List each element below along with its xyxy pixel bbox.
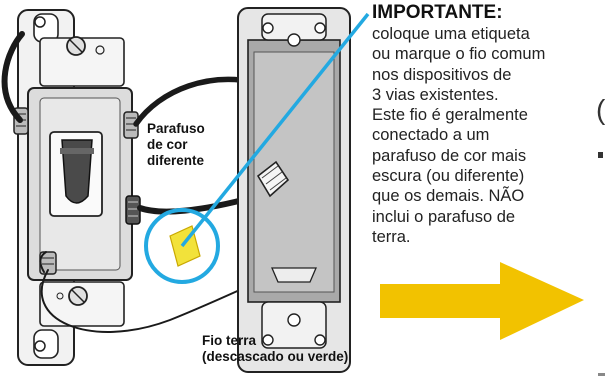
wire-tag <box>169 225 201 267</box>
note-line: terra. <box>372 227 411 246</box>
pointer-line <box>180 12 370 248</box>
note-body: coloque uma etiqueta ou marque o fio com… <box>372 24 582 247</box>
note-line: parafuso de cor mais <box>372 146 527 165</box>
ground-wire-label: Fio terra (descascado ou verde) <box>202 333 348 365</box>
screw-label-line: diferente <box>147 153 205 168</box>
note-title: IMPORTANTE: <box>372 2 503 23</box>
edge-fragment-mark <box>598 152 603 158</box>
note-line: nos dispositivos de <box>372 65 512 84</box>
switch-left <box>13 9 141 366</box>
note-line: inclui o parafuso de <box>372 207 516 226</box>
note-line: conectado a um <box>372 126 490 145</box>
terminal-screw-upper-right <box>123 111 139 139</box>
toggle-lever <box>61 139 93 204</box>
electrical-box <box>237 7 351 373</box>
screw-label: Parafuso de cor diferente <box>147 121 205 169</box>
right-arrow-icon <box>380 262 584 340</box>
wire-top-left <box>1 31 25 123</box>
note-line: Este fio é geralmente <box>372 106 528 125</box>
note-line: ou marque o fio comum <box>372 45 546 64</box>
highlight-circle <box>144 208 220 284</box>
edge-fragment-text: ( <box>596 94 605 125</box>
note-line: escura (ou diferente) <box>372 167 525 186</box>
screw-label-line: Parafuso <box>147 121 205 136</box>
wire-nut <box>256 160 290 198</box>
ground-label-line: (descascado ou verde) <box>202 349 349 364</box>
ground-label-line: Fio terra <box>202 333 257 348</box>
edge-fragment-line <box>598 373 605 376</box>
note-line: 3 vias existentes. <box>372 85 499 104</box>
note-line: coloque uma etiqueta <box>372 25 530 43</box>
screw-label-line: de cor <box>147 137 188 152</box>
note-line: que os demais. NÃO <box>372 187 525 206</box>
